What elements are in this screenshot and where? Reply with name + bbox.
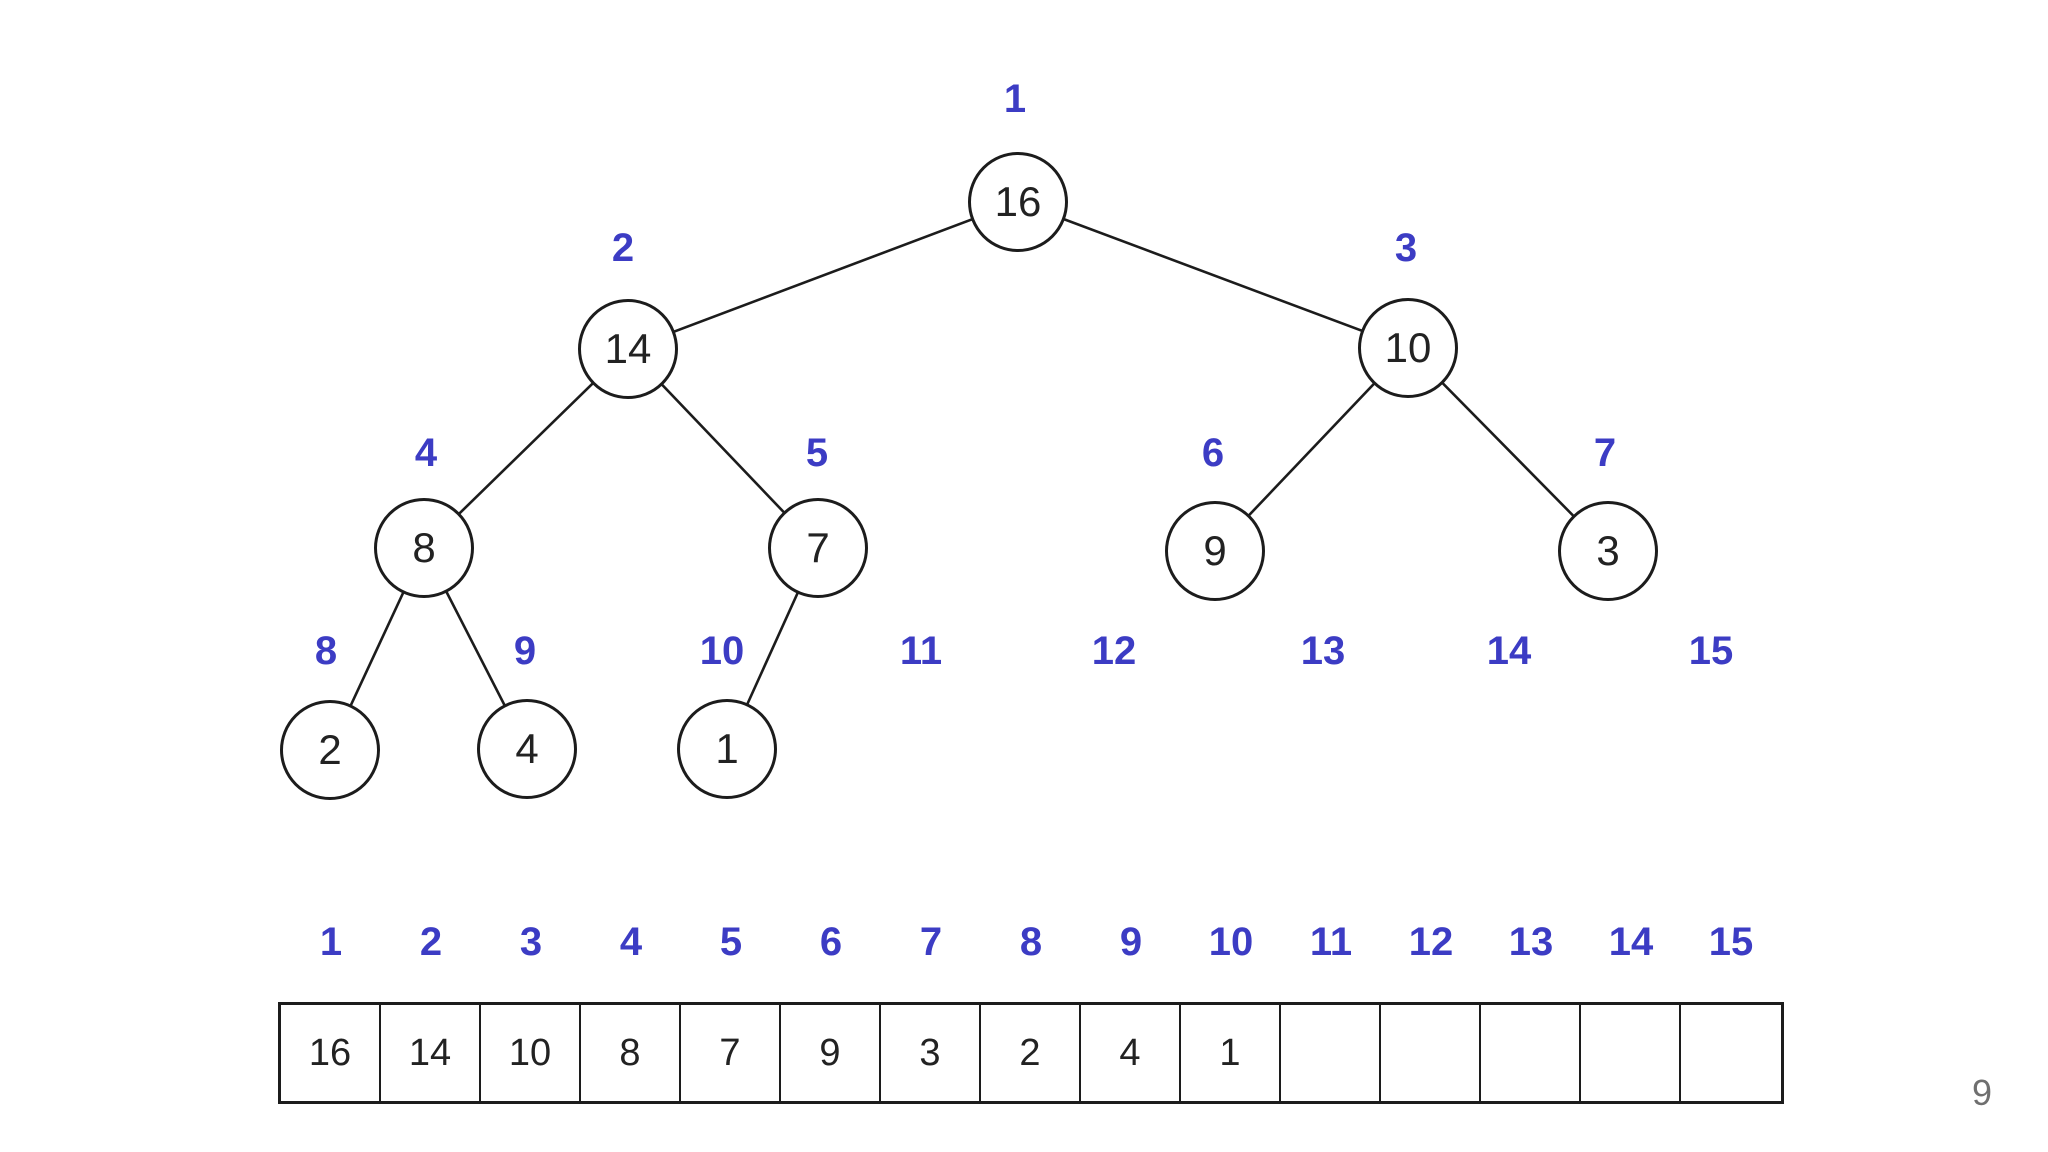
array-cell: 4 bbox=[1081, 1005, 1181, 1101]
array-index-label: 2 bbox=[419, 920, 443, 964]
tree-node-value: 10 bbox=[1384, 324, 1432, 371]
array-cell bbox=[1681, 1005, 1781, 1101]
array-index-label: 7 bbox=[919, 920, 943, 964]
array-index-label: 12 bbox=[1408, 920, 1454, 964]
tree-node-9: 9 bbox=[1165, 501, 1265, 601]
array-cell: 7 bbox=[681, 1005, 781, 1101]
array-index-label: 3 bbox=[519, 920, 543, 964]
array-index-label: 10 bbox=[1208, 920, 1254, 964]
tree-index-label: 15 bbox=[1688, 629, 1734, 673]
tree-edge bbox=[627, 200, 1019, 351]
array-cell-value: 1 bbox=[1219, 1031, 1241, 1074]
tree-index-label: 5 bbox=[805, 431, 829, 475]
tree-index-label: 2 bbox=[611, 226, 635, 270]
tree-index-label: 8 bbox=[314, 629, 338, 673]
array-cell bbox=[1481, 1005, 1581, 1101]
tree-node-2: 2 bbox=[280, 700, 380, 800]
array-cell: 2 bbox=[981, 1005, 1081, 1101]
array-cell: 3 bbox=[881, 1005, 981, 1101]
array-cell-value: 8 bbox=[619, 1031, 641, 1074]
array-cell-value: 10 bbox=[508, 1031, 552, 1074]
tree-node-4: 4 bbox=[477, 699, 577, 799]
array-cell-value: 16 bbox=[308, 1031, 352, 1074]
array-cell: 9 bbox=[781, 1005, 881, 1101]
tree-index-label: 1 bbox=[1003, 77, 1027, 121]
heap-array: 16 14 10 8 7 9 3 2 4 1 bbox=[278, 1002, 1784, 1104]
array-index-row: 1 2 3 4 5 6 7 8 9 10 11 12 13 14 15 bbox=[281, 922, 1781, 962]
tree-node-value: 3 bbox=[1596, 527, 1620, 574]
tree-node-value: 16 bbox=[994, 178, 1042, 225]
array-cell: 8 bbox=[581, 1005, 681, 1101]
array-index-label: 14 bbox=[1608, 920, 1654, 964]
array-index-label: 5 bbox=[719, 920, 743, 964]
array-cell-value: 9 bbox=[819, 1031, 841, 1074]
tree-node-value: 9 bbox=[1203, 527, 1227, 574]
tree-node-3: 3 bbox=[1558, 501, 1658, 601]
tree-node-10: 10 bbox=[1358, 298, 1458, 398]
tree-index-label: 3 bbox=[1394, 226, 1418, 270]
array-cell-value: 3 bbox=[919, 1031, 941, 1074]
array-cell-value: 7 bbox=[719, 1031, 741, 1074]
tree-node-16: 16 bbox=[968, 152, 1068, 252]
array-cell bbox=[1581, 1005, 1681, 1101]
tree-node-8: 8 bbox=[374, 498, 474, 598]
tree-index-label: 4 bbox=[414, 431, 438, 475]
tree-node-value: 7 bbox=[806, 524, 830, 571]
array-cell-value: 2 bbox=[1019, 1031, 1041, 1074]
tree-index-label: 7 bbox=[1593, 431, 1617, 475]
tree-node-value: 2 bbox=[318, 726, 342, 773]
array-index-label: 13 bbox=[1508, 920, 1554, 964]
array-index-label: 9 bbox=[1119, 920, 1143, 964]
tree-index-label: 13 bbox=[1300, 629, 1346, 673]
array-cell bbox=[1281, 1005, 1381, 1101]
array-index-label: 15 bbox=[1708, 920, 1754, 964]
tree-index-label: 10 bbox=[699, 629, 745, 673]
tree-node-1: 1 bbox=[677, 699, 777, 799]
tree-index-label: 12 bbox=[1091, 629, 1137, 673]
array-cell: 14 bbox=[381, 1005, 481, 1101]
page-number: 9 bbox=[1972, 1072, 1993, 1113]
tree-index-label: 9 bbox=[513, 629, 537, 673]
array-index-label: 1 bbox=[319, 920, 343, 964]
array-index-label: 6 bbox=[819, 920, 843, 964]
array-cell-value: 4 bbox=[1119, 1031, 1141, 1074]
tree-node-7: 7 bbox=[768, 498, 868, 598]
tree-node-value: 1 bbox=[715, 725, 739, 772]
array-cell: 10 bbox=[481, 1005, 581, 1101]
array-index-label: 8 bbox=[1019, 920, 1043, 964]
array-cell bbox=[1381, 1005, 1481, 1101]
array-cell: 16 bbox=[281, 1005, 381, 1101]
tree-index-label: 11 bbox=[899, 629, 943, 673]
tree-edge bbox=[1017, 200, 1409, 350]
array-index-label: 11 bbox=[1309, 920, 1353, 964]
tree-node-14: 14 bbox=[578, 299, 678, 399]
array-cell-value: 14 bbox=[408, 1031, 452, 1074]
tree-node-value: 14 bbox=[604, 325, 652, 372]
tree-node-value: 4 bbox=[515, 725, 539, 772]
tree-index-label: 6 bbox=[1201, 431, 1225, 475]
array-index-label: 4 bbox=[619, 920, 643, 964]
tree-node-value: 8 bbox=[412, 524, 436, 571]
tree-index-label: 14 bbox=[1486, 629, 1532, 673]
array-cell: 1 bbox=[1181, 1005, 1281, 1101]
